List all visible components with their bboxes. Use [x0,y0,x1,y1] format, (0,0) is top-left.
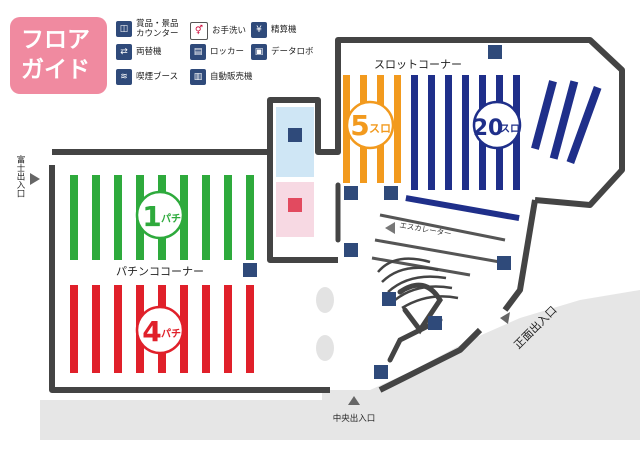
entrance-arrow-icon [500,312,510,324]
entrance-arrow-icon [348,396,360,405]
locker-icon [374,365,388,379]
legend-item-vending: ▥ 自動販売機 [190,69,253,85]
data-robot-icon: ▣ [251,44,267,60]
legend-label: お手洗い [212,26,247,36]
badge-slot-5: 5 スロ [345,100,395,150]
pachi-4-number: 4 [142,315,161,348]
center-entrance-label: 中央出入口 [333,413,376,424]
stairs [377,257,459,310]
legend-item-settlement: ¥ 精算機 [251,22,297,38]
settlement-machine-icon [243,263,257,277]
legend-item-smoking: ≋ 喫煙ブース [116,69,178,85]
currency-exchange-icon [344,186,358,200]
slot-5-unit: スロ [369,122,391,135]
vending-machine-icon [488,45,502,59]
legend-label: 喫煙ブース [136,72,179,82]
floor-walls [49,37,625,393]
settlement-machine-icon [344,243,358,257]
legend-label: ロッカー [210,47,245,57]
settlement-machine-icon: ¥ [251,22,267,38]
pachi-1-unit: パチ [161,213,181,225]
legend-label: 自動販売機 [210,72,253,82]
locker-icon: ▤ [190,44,206,60]
prize-counter-icon [428,316,442,330]
entrance-arrow-icon [30,173,40,185]
legend-item-exchange: ⇄ 両替機 [116,44,162,60]
legend-label: 賞品・景品 カウンター [136,19,179,39]
vending-machine-icon: ▥ [190,69,206,85]
smoking-booth-icon [382,292,396,306]
pachinko-corner-label: パチンココーナー [116,265,204,278]
entrance-center: 中央出入口 [333,396,376,424]
legend-item-data-robot: ▣ データロボ [251,44,314,60]
badge-line-1: フロア [21,27,90,53]
legend-label: データロボ [271,47,314,57]
legend-item-restroom: ⚥ お手洗い [190,22,246,40]
badge-slot-20: 20 スロ [473,100,522,150]
pillar [316,335,334,361]
prize-counter-icon: ◫ [116,21,132,37]
smoking-booth-icon: ≋ [116,69,132,85]
restroom-icon [288,128,302,142]
inner-walls [335,182,443,363]
slot-20-number: 20 [473,116,504,141]
legend-label: 両替機 [136,47,162,57]
badge-pachi-4: 4 パチ [135,305,185,355]
currency-exchange-icon: ⇄ [116,44,132,60]
pachi-4-unit: パチ [161,328,181,340]
fuji-entrance-label: 富士出入口 [15,154,25,197]
entrance-fuji: 富士出入口 [15,154,40,198]
badge-pachi-1: 1 パチ [135,190,185,240]
floor-guide-badge: フロア ガイド [10,17,107,94]
outdoor-walkway [40,290,640,440]
slot-corner-label: スロットコーナー [374,58,462,71]
escalator-arrow-icon [385,222,395,234]
legend-item-prize-counter: ◫ 賞品・景品 カウンター [116,19,179,39]
slot-5-number: 5 [350,109,369,142]
legend: ◫ 賞品・景品 カウンター ⚥ お手洗い ¥ 精算機 ⇄ 両替機 ▤ ロッカー … [116,19,336,97]
pachi-1-number: 1 [142,200,161,233]
settlement-machine-icon [497,256,511,270]
badge-line-2: ガイド [21,57,90,83]
legend-item-locker: ▤ ロッカー [190,44,244,60]
pillar [316,287,334,313]
restroom-icon: ⚥ [190,22,208,40]
legend-label: 精算機 [271,25,297,35]
settlement-machine-icon [384,186,398,200]
slot-20-unit: スロ [500,123,520,135]
restroom-icon [288,198,302,212]
